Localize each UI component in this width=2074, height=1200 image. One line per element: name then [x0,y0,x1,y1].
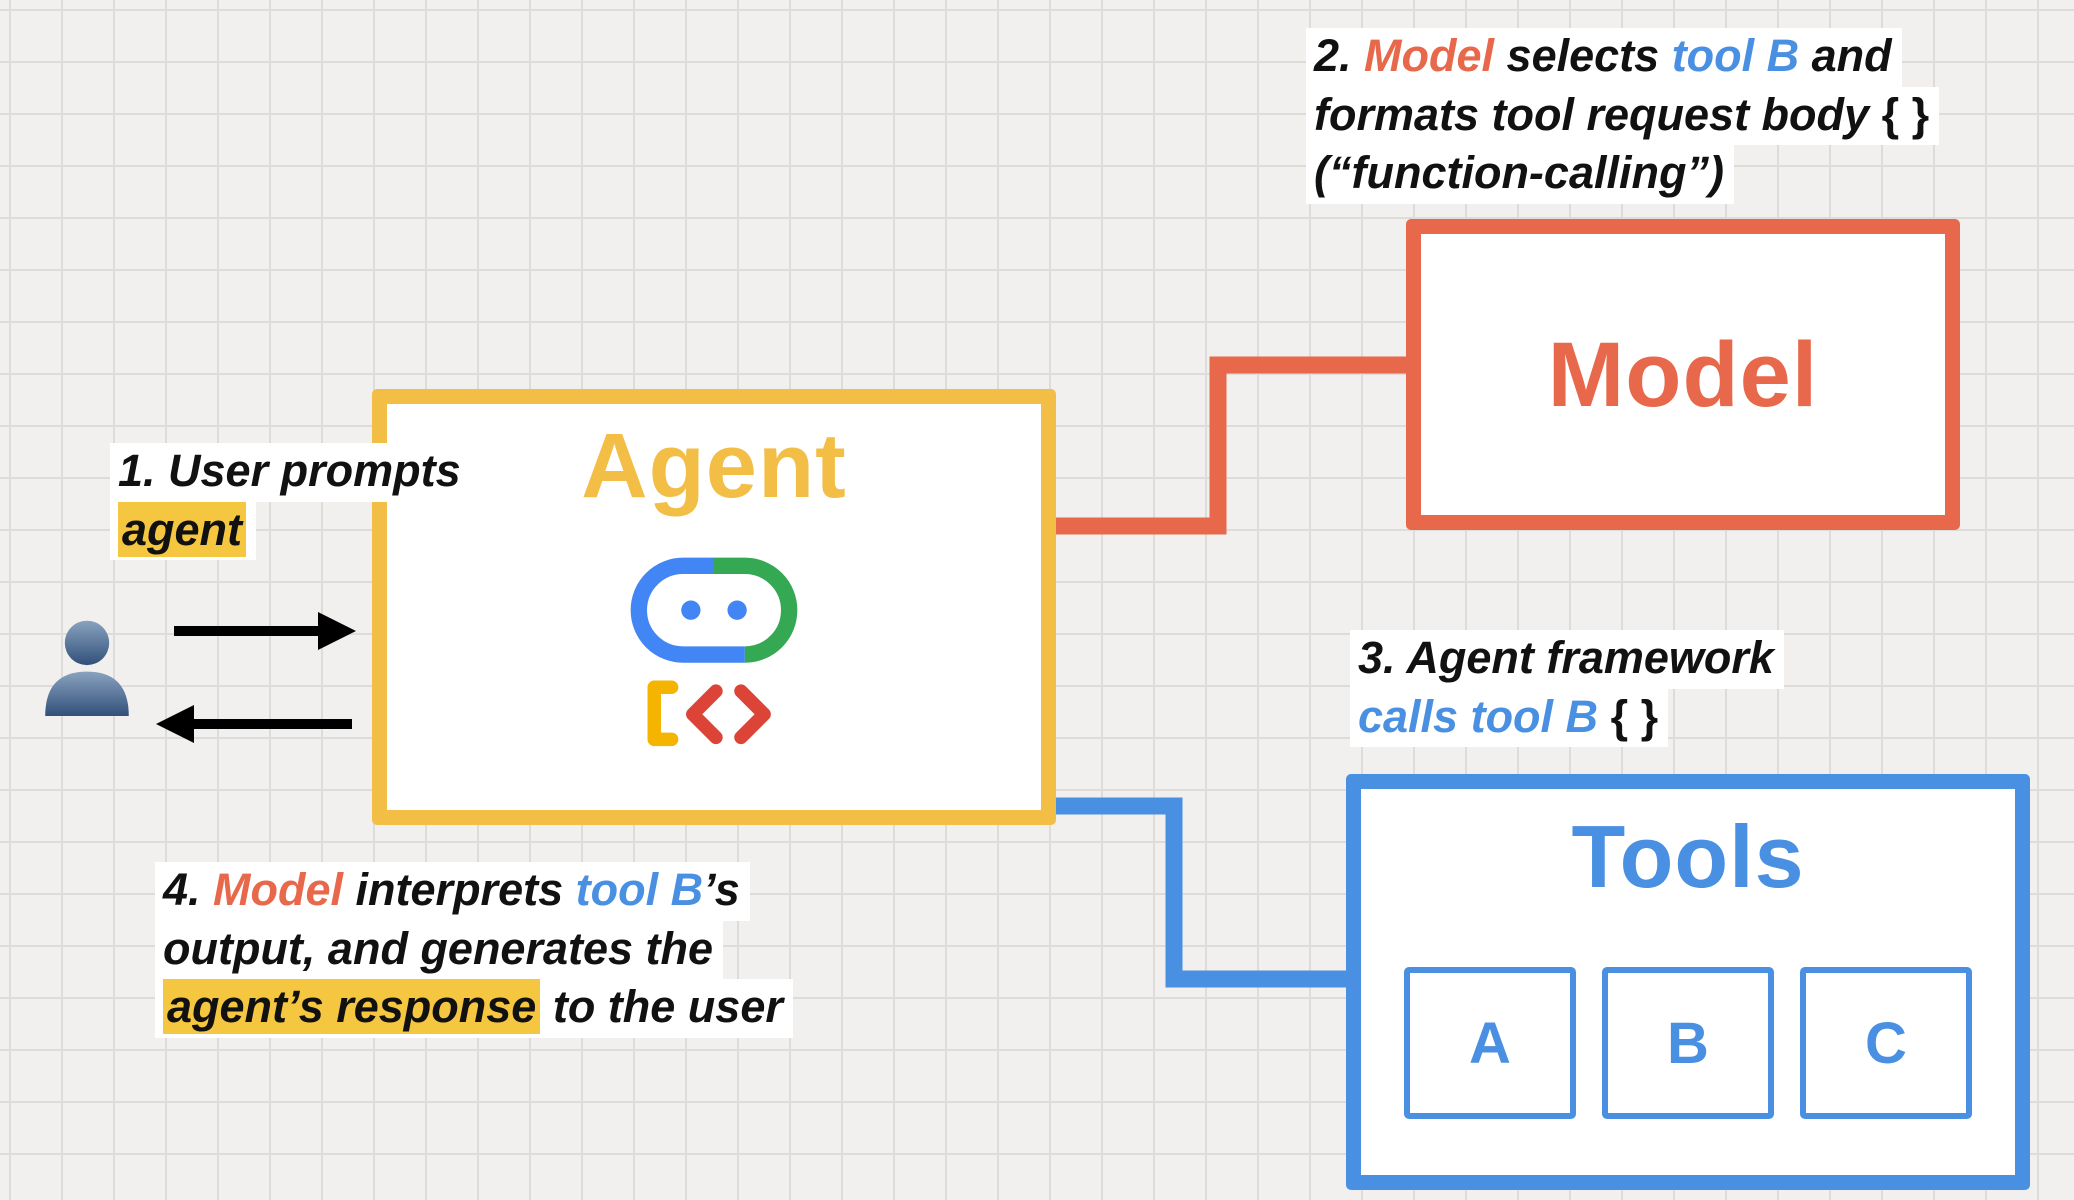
tool-row: A B C [1361,967,2015,1119]
note-line: 2. Model selects tool B and [1306,28,1902,87]
note-segment: calls tool B [1358,690,1599,742]
chevron-left-icon [686,684,723,745]
note-segment: agent’s response [163,979,541,1035]
note-line: agent’s response to the user [155,979,793,1038]
note-segment: Model [1364,30,1495,81]
note-segment: (“function-calling”) [1314,147,1724,199]
note-segment: interprets [343,864,576,915]
user-icon [45,620,129,716]
tool-box-a: A [1404,967,1576,1119]
tools-title: Tools [1571,807,1805,906]
note-segment: 1. User prompts [118,445,461,496]
model-box: Model [1406,219,1960,530]
note-segment: formats tool request body [1314,88,1882,140]
note-line: output, and generates the [155,920,724,980]
tools-box: Tools A B C [1346,774,2030,1190]
note-line: calls tool B { } [1350,688,1669,748]
note-segment: 4. [163,864,214,915]
note-line: 1. User prompts [110,443,471,502]
note-line: 3. Agent framework [1350,630,1784,689]
tool-label-c: C [1865,1010,1907,1076]
note-line: (“function-calling”) [1306,145,1734,204]
agent-box: Agent [372,389,1056,825]
robot-eye-left [681,600,701,620]
note-segment: 3. Agent framework [1358,632,1774,683]
note-segment: ’s [703,864,740,915]
agent-title: Agent [581,415,847,517]
model-title: Model [1547,323,1819,426]
note-step3: 3. Agent framework calls tool B { } [1350,630,1784,748]
note-segment: { } [1881,88,1930,140]
note-segment: output, and generates the [163,922,714,974]
arrow-right-head [318,612,356,650]
note-segment: { } [1598,690,1659,742]
arrow-left-head [156,705,194,743]
note-segment: 2. [1314,30,1365,81]
code-bracket-icon [647,680,679,747]
note-segment: tool B [575,864,704,915]
robot-head-left [630,557,745,663]
user-head [64,620,110,666]
note-segment: Model [213,864,344,915]
robot-head-right [714,557,798,663]
tool-box-b: B [1602,967,1774,1119]
user-shoulders [45,671,129,716]
robot-eye-right [727,600,747,620]
note-segment: agent [118,501,247,557]
note-step4: 4. Model interprets tool B’s output, and… [155,862,793,1038]
note-line: 4. Model interprets tool B’s [155,862,750,921]
note-segment: selects [1494,30,1672,81]
note-step1: 1. User prompts agent [110,443,471,561]
note-segment: and [1799,30,1892,81]
tool-box-c: C [1800,967,1972,1119]
agent-model-connector [1048,356,1418,535]
note-step2: 2. Model selects tool B and formats tool… [1306,28,1940,204]
robot-icon [630,557,798,747]
note-segment: tool B [1671,30,1800,81]
chevron-right-icon [734,684,771,745]
tool-label-b: B [1667,1010,1709,1076]
note-line: agent [110,501,257,561]
note-segment: to the user [540,981,783,1033]
agent-tools-connector [1048,797,1364,988]
tool-label-a: A [1469,1010,1511,1076]
note-line: formats tool request body { } [1306,86,1940,146]
